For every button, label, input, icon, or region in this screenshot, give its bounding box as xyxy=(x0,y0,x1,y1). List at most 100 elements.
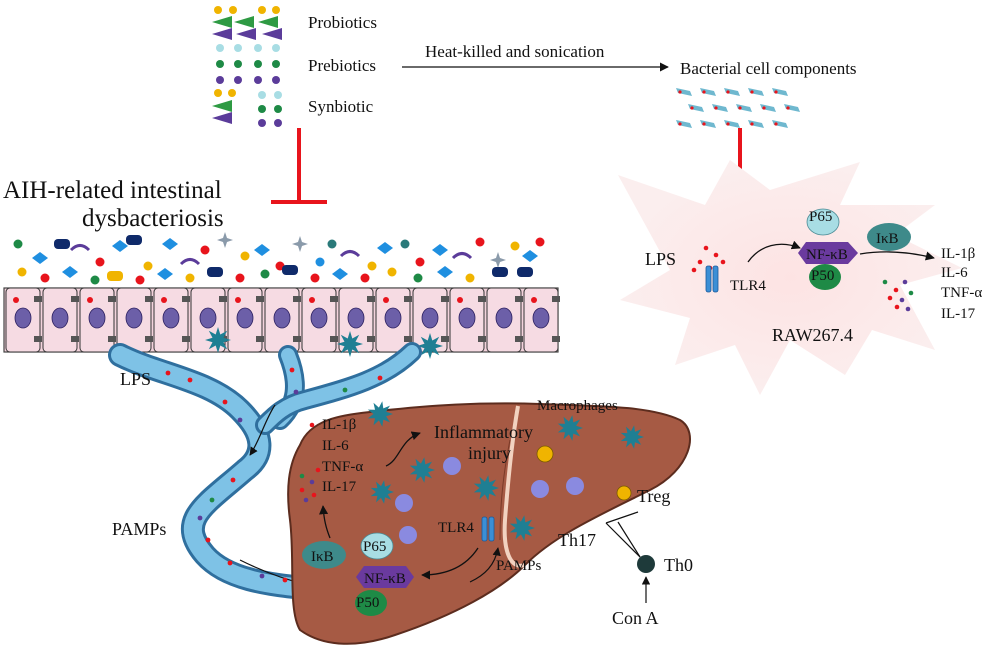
microbe-star xyxy=(217,232,233,248)
raw-cell: LPS TLR4 P65 NF-κB P50 IκB IL-1β IL-6 TN… xyxy=(618,160,982,395)
component-fragment xyxy=(700,88,716,96)
component-dot xyxy=(738,106,742,110)
component-dot xyxy=(774,122,778,126)
liver-nfkb-label: NF-κB xyxy=(364,571,406,587)
cell-nucleus xyxy=(421,307,439,329)
epithelium-particle xyxy=(235,297,241,303)
liver-pamps-label: PAMPs xyxy=(496,558,541,574)
liver-macrophage xyxy=(473,475,499,501)
tight-junction xyxy=(219,296,227,302)
tight-junction xyxy=(330,296,338,302)
tight-junction xyxy=(330,336,338,342)
hepatocyte xyxy=(399,526,417,544)
microbe-coccus xyxy=(95,257,105,267)
microbe-coccus xyxy=(260,269,270,279)
microbe-coccus xyxy=(185,273,195,283)
cell-nucleus xyxy=(532,307,550,329)
component-fragment xyxy=(772,120,788,128)
treatment-legend: Probiotics Prebiotics Synbiotic xyxy=(212,6,377,127)
component-dot xyxy=(702,90,706,94)
microbe-star xyxy=(490,252,506,268)
epithelium-particle xyxy=(457,297,463,303)
injury-label: injury xyxy=(468,443,511,463)
th0-cell xyxy=(637,555,655,573)
microbe-diamond xyxy=(432,244,448,256)
cell-nucleus xyxy=(162,307,180,329)
cell-p65 xyxy=(806,208,840,236)
microbe-coccus xyxy=(413,273,423,283)
microbe-coccus xyxy=(240,251,250,261)
microbe-rod xyxy=(54,239,70,249)
inhibition-bar-gut xyxy=(271,128,327,204)
microbe-coccus xyxy=(13,239,23,249)
vessel-particles xyxy=(165,367,383,583)
microbe-spiral xyxy=(69,244,91,252)
process-label: Heat-killed and sonication xyxy=(425,42,605,61)
tight-junction xyxy=(108,296,116,302)
microbe-diamond xyxy=(437,266,453,278)
liver-ikb xyxy=(302,541,346,569)
component-fragment xyxy=(748,88,764,96)
cell-nucleus xyxy=(495,307,513,329)
gut-lps-label: LPS xyxy=(120,369,151,389)
tlr4-to-liver-nfkb-arrow xyxy=(421,547,479,580)
tight-junction xyxy=(145,296,153,302)
component-fragment xyxy=(712,104,728,112)
liver-macrophage xyxy=(620,425,644,449)
macrophage xyxy=(337,331,363,357)
cell-nucleus xyxy=(458,307,476,329)
microbe-rod xyxy=(126,235,142,245)
microbe-coccus xyxy=(475,237,485,247)
synbiotic-label: Synbiotic xyxy=(308,97,374,116)
gut-title-line1: AIH-related intestinal xyxy=(3,177,222,204)
microbe-coccus xyxy=(510,241,520,251)
component-fragment xyxy=(724,88,740,96)
microbe-diamond xyxy=(377,242,393,254)
component-fragment xyxy=(700,120,716,128)
th17-label: Th17 xyxy=(558,530,596,550)
hepatocyte xyxy=(566,477,584,495)
tight-junction xyxy=(293,336,301,342)
microbe-coccus xyxy=(360,273,370,283)
tight-junction xyxy=(108,336,116,342)
microbe-diamond xyxy=(62,266,78,278)
component-dot xyxy=(702,122,706,126)
liver-cytokine-4: IL-17 xyxy=(322,479,357,495)
microbe-coccus xyxy=(415,257,425,267)
component-dot xyxy=(726,90,730,94)
liver-p50 xyxy=(355,590,387,616)
portal-vessels xyxy=(108,342,422,602)
prebiotics-icon xyxy=(216,44,280,84)
cell-nucleus xyxy=(236,307,254,329)
tlr4-to-nfkb-arrow xyxy=(747,240,801,263)
gut-title-line2: dysbacteriosis xyxy=(82,205,224,232)
epithelium-particle xyxy=(309,297,315,303)
cell-p50 xyxy=(809,264,841,290)
microbe-coccus xyxy=(200,245,210,255)
tight-junction xyxy=(515,296,523,302)
cell-tlr4-label: TLR4 xyxy=(730,278,766,294)
nfkb-to-cytokines-arrow xyxy=(859,251,935,261)
microbe-diamond xyxy=(254,244,270,256)
tight-junction xyxy=(478,296,486,302)
component-dot xyxy=(678,122,682,126)
bacterial-components-icon xyxy=(676,88,800,128)
cell-p65-label: P65 xyxy=(809,209,832,225)
microbe-diamond xyxy=(332,268,348,280)
microbe-coccus xyxy=(327,239,337,249)
tight-junction xyxy=(34,296,42,302)
tight-junction xyxy=(367,336,375,342)
intestinal-epithelium xyxy=(3,287,560,359)
cell-name-label: RAW267.4 xyxy=(772,325,853,345)
microbe-coccus xyxy=(40,273,50,283)
component-dot xyxy=(750,90,754,94)
prebiotics-label: Prebiotics xyxy=(308,56,376,75)
pamps-to-tlr4-arrow xyxy=(469,547,501,583)
liver-cytokine-particles xyxy=(299,422,321,503)
component-fragment xyxy=(784,104,800,112)
cytokine-to-injury-arrow xyxy=(385,431,421,467)
nfkb-to-liver-cytokines-arrow xyxy=(319,505,331,539)
tight-junction xyxy=(256,336,264,342)
